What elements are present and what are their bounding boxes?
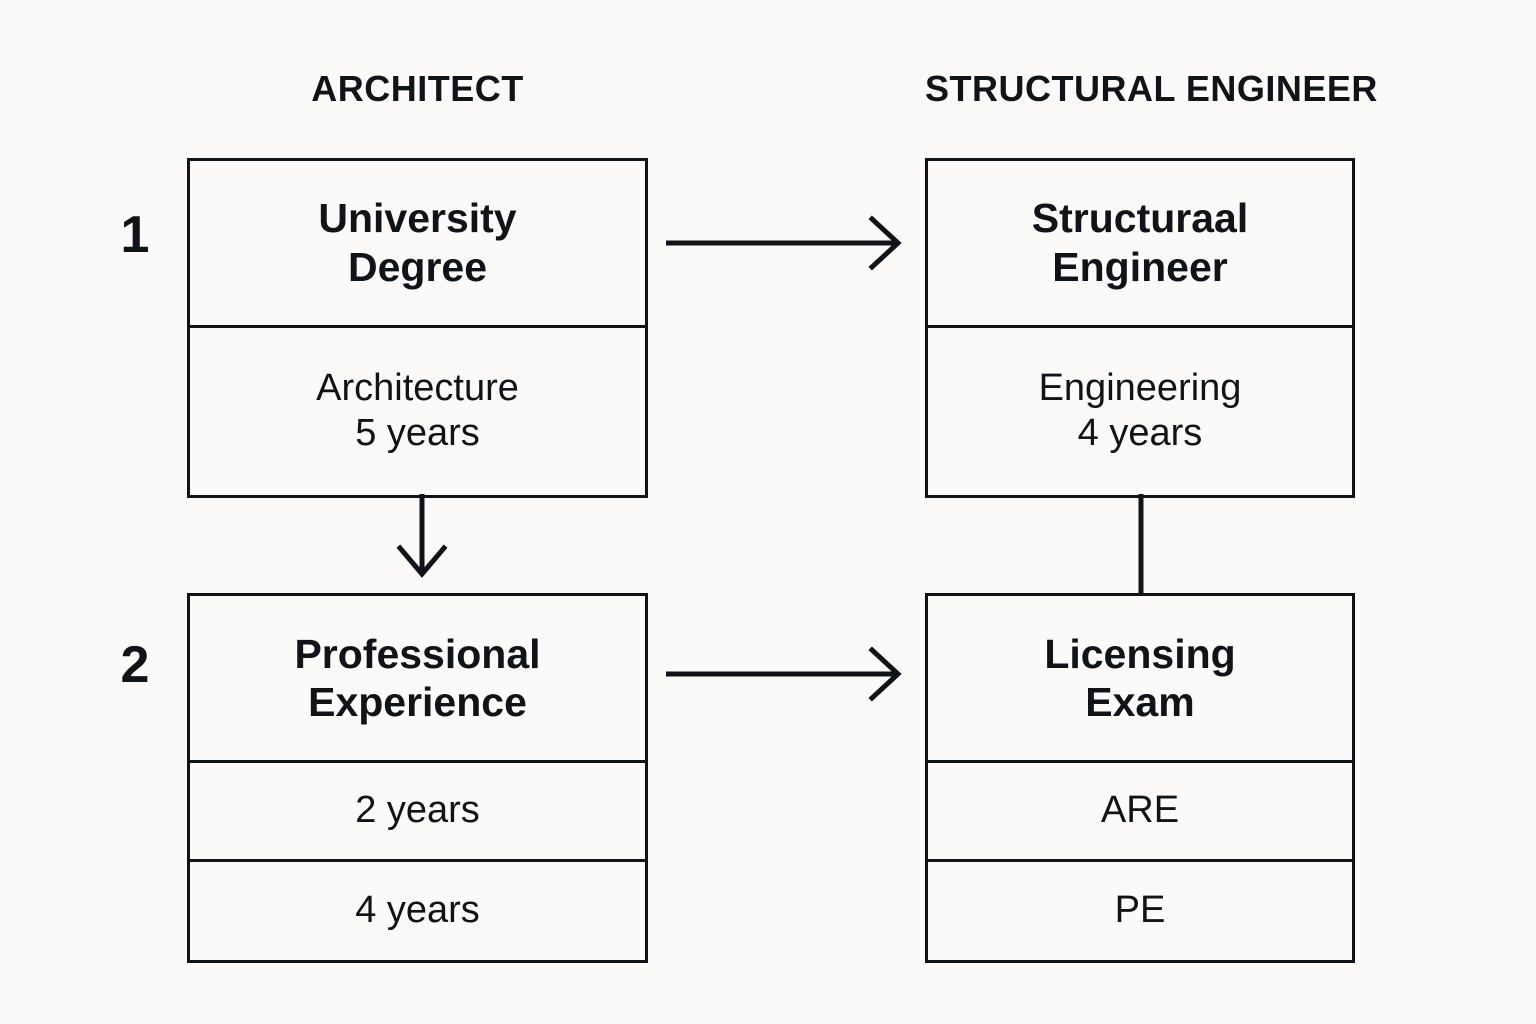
box-university-degree-detail-row: Architecture 5 years: [190, 324, 645, 495]
box-licensing-exam-detail-1: ARE: [1100, 789, 1180, 832]
box-professional-experience-detail-row-2: 4 years: [190, 858, 645, 960]
box-licensing-exam[interactable]: Licensing Exam ARE PE: [925, 593, 1355, 963]
box-professional-experience-title-row: Professional Experience: [190, 596, 645, 760]
box-structural-engineer-detail-line2: 4 years: [1077, 412, 1203, 455]
step-number-1: 1: [120, 206, 150, 264]
box-licensing-exam-detail-row-1: ARE: [928, 760, 1352, 858]
box-licensing-exam-title-row: Licensing Exam: [928, 596, 1352, 760]
box-university-degree[interactable]: University Degree Architecture 5 years: [187, 158, 648, 498]
box-licensing-exam-title-line2: Exam: [1085, 679, 1195, 726]
box-professional-experience-detail-1: 2 years: [355, 789, 480, 832]
box-licensing-exam-detail-row-2: PE: [928, 858, 1352, 960]
box-university-degree-title-line2: Degree: [347, 243, 487, 290]
box-university-degree-title-line1: University: [318, 195, 517, 242]
box-university-degree-detail-line2: 5 years: [355, 412, 480, 455]
box-structural-engineer-title-row: Structuraal Engineer: [928, 161, 1352, 325]
box-professional-experience[interactable]: Professional Experience 2 years 4 years: [187, 593, 648, 963]
line-engineer-to-exam-icon: [1126, 494, 1156, 596]
box-professional-experience-detail-2: 4 years: [355, 889, 480, 931]
box-structural-engineer-title-line2: Engineer: [1052, 243, 1228, 290]
box-professional-experience-title-line2: Experience: [308, 679, 527, 726]
arrow-degree-to-engineer-icon: [666, 212, 906, 274]
column-header-structural-engineer: STRUCTURAL ENGINEER: [925, 68, 1378, 109]
box-professional-experience-detail-row-1: 2 years: [190, 760, 645, 858]
box-university-degree-title-row: University Degree: [190, 161, 645, 325]
box-professional-experience-title-line1: Professional: [294, 630, 541, 677]
box-licensing-exam-title-line1: Licensing: [1044, 630, 1236, 677]
arrow-degree-to-experience-icon: [392, 494, 452, 578]
box-structural-engineer-title-line1: Structuraal: [1031, 195, 1249, 242]
box-structural-engineer-detail-line1: Engineering: [1038, 366, 1242, 409]
box-licensing-exam-detail-2: PE: [1114, 889, 1166, 931]
arrow-experience-to-exam-icon: [666, 643, 906, 705]
box-university-degree-detail-line1: Architecture: [316, 366, 519, 409]
box-structural-engineer-detail-row: Engineering 4 years: [928, 324, 1352, 495]
step-number-2: 2: [120, 636, 150, 694]
column-header-architect: ARCHITECT: [311, 68, 524, 109]
box-structural-engineer[interactable]: Structuraal Engineer Engineering 4 years: [925, 158, 1355, 498]
